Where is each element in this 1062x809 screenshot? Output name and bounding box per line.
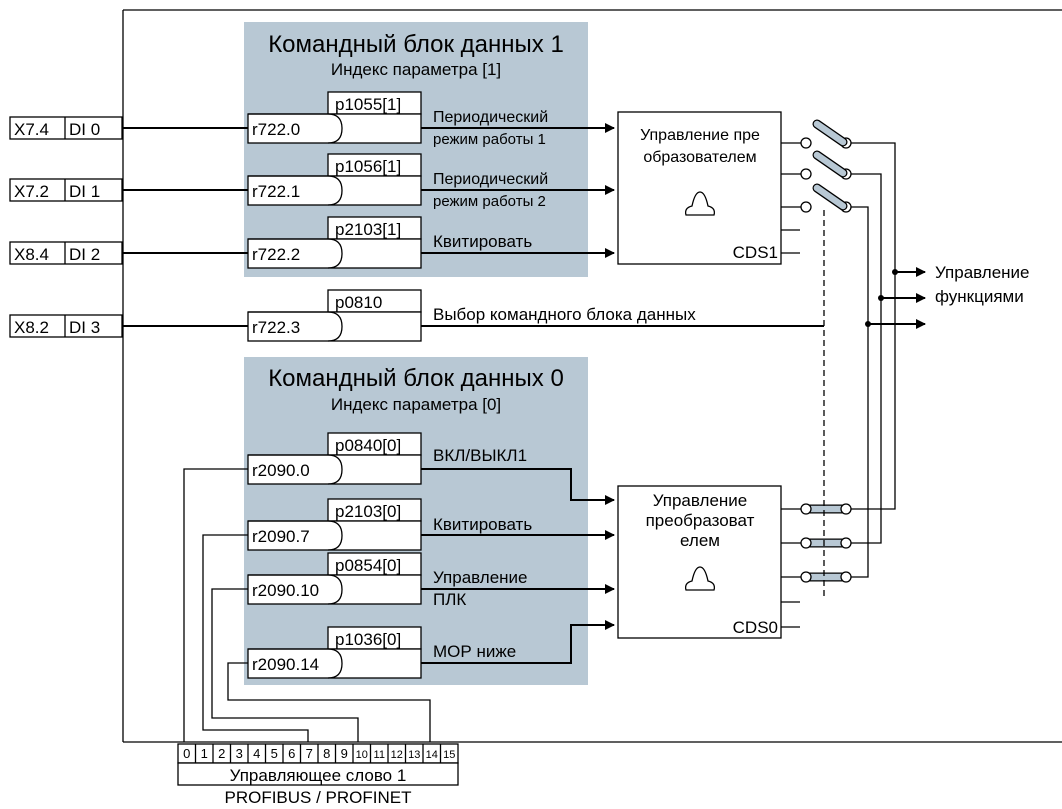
param-p0854: p0854[0] r2090.10 xyxy=(247,552,422,605)
cds0-subtitle: Индекс параметра [0] xyxy=(331,395,501,414)
svg-text:r2090.7: r2090.7 xyxy=(252,527,310,546)
svg-text:p2103[0]: p2103[0] xyxy=(335,502,401,521)
svg-text:r2090.10: r2090.10 xyxy=(252,581,319,600)
label-ack1: Квитировать xyxy=(433,232,532,251)
svg-text:Управление: Управление xyxy=(653,491,748,510)
svg-text:DI 1: DI 1 xyxy=(69,182,100,201)
input-di1: X7.2 DI 1 xyxy=(9,178,123,202)
label-select: Выбор командного блока данных xyxy=(433,305,696,324)
label-jog1-b: режим работы 1 xyxy=(433,131,546,148)
param-p1055: p1055[1] r722.0 xyxy=(247,91,422,144)
cds1-title: Командный блок данных 1 xyxy=(268,31,564,58)
control-word-bit: 10 xyxy=(356,749,368,761)
param-p1056: p1056[1] r722.1 xyxy=(247,153,422,206)
switch-top xyxy=(781,119,852,213)
control-word-bit: 5 xyxy=(271,746,278,761)
svg-text:r722.1: r722.1 xyxy=(252,182,300,201)
param-p1036: p1036[0] r2090.14 xyxy=(247,626,422,679)
param-p2103-1: p2103[1] r722.2 xyxy=(247,216,422,269)
control-word-bit: 7 xyxy=(306,746,313,761)
svg-text:образователем: образователем xyxy=(643,149,756,166)
control-word-bit: 2 xyxy=(218,746,225,761)
control-word-bit: 11 xyxy=(374,749,385,761)
svg-text:DI 0: DI 0 xyxy=(69,120,100,139)
svg-text:DI 3: DI 3 xyxy=(69,318,100,337)
svg-text:X7.4: X7.4 xyxy=(14,120,49,139)
svg-text:X8.2: X8.2 xyxy=(14,318,49,337)
motor-icon xyxy=(684,566,716,591)
control-word-bit: 9 xyxy=(341,746,348,761)
param-p0840: p0840[0] r2090.0 xyxy=(247,432,422,485)
svg-text:X7.2: X7.2 xyxy=(14,182,49,201)
input-di0: X7.4 DI 0 xyxy=(9,116,123,140)
svg-text:p0840[0]: p0840[0] xyxy=(335,436,401,455)
control-word-bit: 8 xyxy=(323,746,330,761)
svg-text:X8.4: X8.4 xyxy=(14,245,49,264)
cds0-title: Командный блок данных 0 xyxy=(268,365,564,392)
controller-cds0: Управление преобразоват елем CDS0 xyxy=(617,485,800,639)
label-plc-a: Управление xyxy=(433,568,528,587)
bus-label: PROFIBUS / PROFINET xyxy=(224,788,411,807)
svg-text:CDS1: CDS1 xyxy=(733,243,778,262)
control-word-bit: 3 xyxy=(236,746,243,761)
label-jog2-b: режим работы 2 xyxy=(433,193,546,210)
controller-cds1: Управление пре образователем CDS1 xyxy=(617,111,800,265)
control-word-bit: 15 xyxy=(443,749,455,761)
svg-text:p1056[1]: p1056[1] xyxy=(335,157,401,176)
svg-text:CDS0: CDS0 xyxy=(733,618,778,637)
svg-text:p2103[1]: p2103[1] xyxy=(335,220,401,239)
output-label-2: функциями xyxy=(935,287,1024,306)
cds1-subtitle: Индекс параметра [1] xyxy=(331,60,501,79)
control-word-bit: 13 xyxy=(408,749,420,761)
switch-bottom xyxy=(781,503,852,583)
input-di3: X8.2 DI 3 xyxy=(9,314,123,338)
control-word-bit: 14 xyxy=(426,749,438,761)
svg-text:елем: елем xyxy=(680,531,720,550)
svg-text:r2090.0: r2090.0 xyxy=(252,461,310,480)
param-p2103-0: p2103[0] r2090.7 xyxy=(247,498,422,551)
label-plc-b: ПЛК xyxy=(433,590,466,609)
svg-text:r2090.14: r2090.14 xyxy=(252,655,319,674)
control-word-bit: 4 xyxy=(253,746,260,761)
svg-text:r722.3: r722.3 xyxy=(252,318,300,337)
label-mop: МОР ниже xyxy=(433,642,516,661)
svg-text:r722.0: r722.0 xyxy=(252,120,300,139)
svg-text:DI 2: DI 2 xyxy=(69,245,100,264)
control-word-bit: 1 xyxy=(201,746,208,761)
label-jog1-a: Периодический xyxy=(433,109,548,126)
svg-text:r722.2: r722.2 xyxy=(252,245,300,264)
label-on-off: ВКЛ/ВЫКЛ1 xyxy=(433,446,527,465)
svg-text:p1055[1]: p1055[1] xyxy=(335,95,401,114)
label-ack0: Квитировать xyxy=(433,515,532,534)
output-label-1: Управление xyxy=(935,263,1030,282)
control-word-bit: 0 xyxy=(183,746,190,761)
svg-text:p0810: p0810 xyxy=(335,293,382,312)
svg-text:Управление пре: Управление пре xyxy=(640,127,760,144)
svg-text:преобразоват: преобразоват xyxy=(646,511,755,530)
svg-text:p1036[0]: p1036[0] xyxy=(335,630,401,649)
control-word-label: Управляющее слово 1 xyxy=(230,766,407,785)
svg-text:p0854[0]: p0854[0] xyxy=(335,556,401,575)
control-word-bit: 12 xyxy=(391,749,403,761)
control-word-bit: 6 xyxy=(288,746,295,761)
param-p0810: p0810 r722.3 xyxy=(247,289,422,342)
motor-icon xyxy=(684,191,716,216)
input-di2: X8.4 DI 2 xyxy=(9,241,123,265)
label-jog2-a: Периодический xyxy=(433,171,548,188)
